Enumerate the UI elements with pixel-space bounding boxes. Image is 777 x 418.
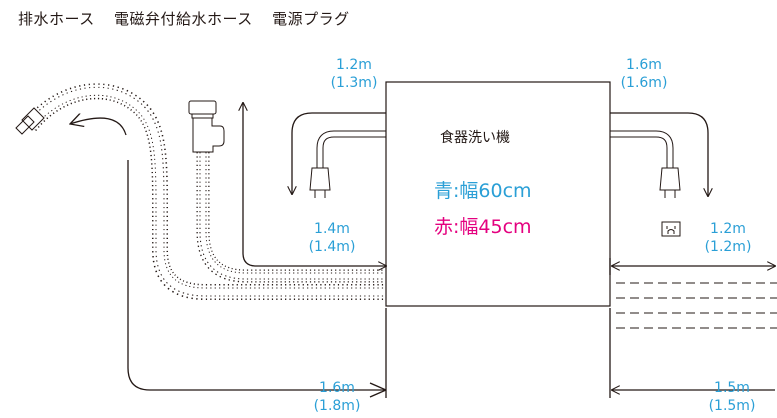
power-plug-icon-right bbox=[659, 167, 681, 198]
dishwasher-body bbox=[385, 81, 611, 307]
measure-bottom-right-value: 1.5m bbox=[714, 380, 750, 396]
measure-bottom-left: 1.6m (1.8m) bbox=[305, 379, 369, 415]
measure-top-left: 1.2m (1.3m) bbox=[322, 56, 386, 92]
arrow-icon-drain bbox=[70, 118, 127, 136]
measure-top-right-paren: (1.6m) bbox=[620, 75, 668, 91]
measure-top-right: 1.6m (1.6m) bbox=[612, 56, 676, 92]
measure-top-right-value: 1.6m bbox=[626, 57, 662, 73]
power-plug-icon-left bbox=[309, 167, 331, 198]
outlet-icon bbox=[661, 221, 681, 237]
measure-bottom-right: 1.5m (1.5m) bbox=[700, 379, 764, 415]
arrow-icon-top-left bbox=[292, 112, 386, 194]
drain-hose bbox=[15, 83, 386, 300]
solenoid-valve-icon bbox=[188, 100, 225, 153]
supply-hose bbox=[196, 148, 386, 283]
arrow-icon-bottom-left bbox=[127, 160, 386, 391]
arrow-icon-top-right bbox=[610, 112, 708, 196]
diagram-title: 排水ホース 電磁弁付給水ホース 電源プラグ bbox=[18, 8, 364, 29]
measure-top-left-paren: (1.3m) bbox=[330, 75, 378, 91]
measure-mid-left-paren: (1.4m) bbox=[308, 239, 356, 255]
drain-hose-end-cap bbox=[15, 107, 45, 135]
arrow-icon-supply bbox=[243, 103, 386, 266]
blue-width-label: 青:幅60cm bbox=[434, 180, 532, 202]
measure-mid-right-value: 1.2m bbox=[710, 221, 746, 237]
machine-name: 食器洗い機 bbox=[440, 130, 510, 146]
hose-continuation-lines bbox=[616, 282, 777, 329]
measure-mid-right-paren: (1.2m) bbox=[704, 239, 752, 255]
drain-hose-title: 排水ホース bbox=[18, 10, 95, 28]
measure-bottom-right-paren: (1.5m) bbox=[708, 398, 756, 414]
power-plug-title: 電源プラグ bbox=[272, 10, 350, 28]
supply-hose-title: 電磁弁付給水ホース bbox=[114, 10, 253, 28]
measure-arrows bbox=[70, 103, 775, 398]
measure-top-left-value: 1.2m bbox=[336, 57, 372, 73]
measure-mid-right: 1.2m (1.2m) bbox=[696, 220, 760, 256]
measure-mid-left: 1.4m (1.4m) bbox=[300, 220, 364, 256]
measure-mid-left-value: 1.4m bbox=[314, 221, 350, 237]
red-width-label: 赤:幅45cm bbox=[434, 216, 532, 238]
measure-bottom-left-paren: (1.8m) bbox=[313, 398, 361, 414]
measure-bottom-left-value: 1.6m bbox=[319, 380, 355, 396]
